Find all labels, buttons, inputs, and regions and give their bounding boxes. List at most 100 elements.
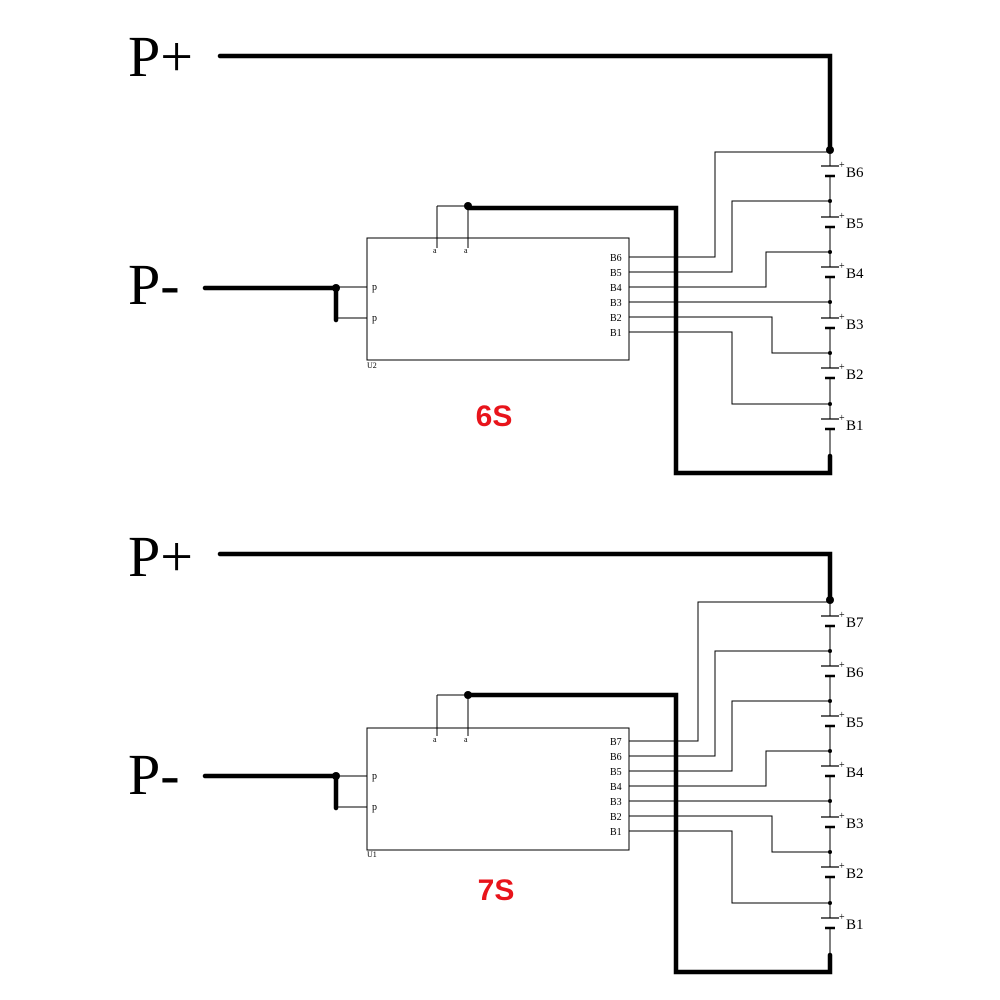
balance-wire-b6 (629, 650, 830, 757)
svg-text:+: + (839, 261, 845, 272)
tap-dot (828, 749, 832, 753)
cell-label: B6 (846, 165, 864, 181)
terminal-p-plus-label: P+ (128, 524, 193, 589)
balance-wire-b2 (629, 316, 830, 354)
battery-cell-b2: + B2 (821, 362, 864, 383)
svg-text:+: + (839, 811, 845, 822)
top-pin-mark: a (464, 246, 468, 255)
chip-pin-label: B2 (610, 812, 622, 823)
svg-text:+: + (839, 912, 845, 923)
negative-return-wire (465, 205, 833, 476)
top-pin-mark: a (433, 246, 437, 255)
p-minus-leads (336, 286, 367, 319)
battery-cell-b4: + B4 (821, 760, 864, 781)
p-minus-wire (202, 285, 339, 323)
battery-cell-b4: + B4 (821, 261, 864, 282)
tap-dot (828, 402, 832, 406)
top-pin-mark: a (433, 735, 437, 744)
battery-cell-b3: + B3 (821, 811, 864, 832)
chip-id-label: U1 (367, 850, 377, 859)
cell-label: B2 (846, 367, 864, 383)
balance-wire-b1 (629, 331, 830, 405)
top-pin-mark: a (464, 735, 468, 744)
chip-pin-label: B6 (610, 752, 622, 763)
chip-pin-label: B3 (610, 797, 622, 808)
svg-text:+: + (839, 861, 845, 872)
terminal-p-minus-label: P- (128, 252, 180, 317)
cell-label: B4 (846, 266, 864, 282)
balance-wire-b5 (629, 700, 830, 772)
cell-label: B4 (846, 765, 864, 781)
battery-cell-b1: + B1 (821, 912, 864, 933)
chip-pin-label: B4 (610, 782, 622, 793)
tap-dot (828, 199, 832, 203)
top-pin-leads (436, 695, 469, 736)
tap-dot (828, 351, 832, 355)
svg-text:+: + (839, 660, 845, 671)
balance-wire-b1 (629, 830, 830, 904)
tap-dot (828, 250, 832, 254)
svg-text:+: + (839, 413, 845, 424)
svg-text:+: + (839, 610, 845, 621)
tap-dot (828, 649, 832, 653)
cell-label: B6 (846, 665, 864, 681)
cell-label: B1 (846, 917, 864, 933)
svg-text:+: + (839, 312, 845, 323)
battery-cell-b1: + B1 (821, 413, 864, 434)
svg-text:+: + (839, 160, 845, 171)
p-minus-leads (336, 775, 367, 808)
junction-dot (332, 284, 340, 292)
cell-label: B7 (846, 615, 864, 631)
chip-pin-label: B5 (610, 268, 622, 279)
cell-label: B5 (846, 715, 864, 731)
battery-cell-b7: + B7 (821, 610, 864, 631)
p-minus-wire (202, 773, 339, 811)
p-plus-wire (217, 551, 833, 603)
config-label-7s: 7S (478, 874, 515, 907)
balance-wire-b4 (629, 251, 830, 288)
tap-dot (828, 300, 832, 304)
chip-id-label: U2 (367, 361, 377, 370)
chip-pin-label: B5 (610, 767, 622, 778)
battery-cell-b2: + B2 (821, 861, 864, 882)
diagram-6s: P+ P- a a U2 p p B6 B5 B4 B3 B2 B1 (128, 24, 864, 476)
top-pin-leads (436, 206, 469, 248)
tap-dot (828, 850, 832, 854)
terminal-p-plus-label: P+ (128, 24, 193, 89)
balance-wire-b6 (629, 151, 830, 258)
svg-text:+: + (839, 760, 845, 771)
balance-wire-b7 (629, 601, 830, 742)
cell-label: B3 (846, 816, 864, 832)
chip-pin-label: B1 (610, 328, 622, 339)
cell-label: B2 (846, 866, 864, 882)
p-plus-wire (217, 53, 833, 153)
tap-dot (828, 901, 832, 905)
balance-wire-b2 (629, 815, 830, 853)
bms-chip-6s (366, 237, 630, 361)
chip-pin-label: B6 (610, 253, 622, 264)
svg-text:+: + (839, 211, 845, 222)
tap-dot (828, 699, 832, 703)
battery-cell-b6: + B6 (821, 160, 864, 181)
config-label-6s: 6S (476, 400, 513, 433)
chip-pin-p: p (372, 313, 377, 324)
bms-chip-7s (366, 727, 630, 851)
chip-pin-p: p (372, 802, 377, 813)
diagram-7s: P+ P- a a U1 p p B7 B6 B5 B4 B3 B2 B1 (128, 524, 864, 975)
balance-wire-b5 (629, 200, 830, 273)
battery-cell-b5: + B5 (821, 211, 864, 232)
cell-label: B1 (846, 418, 864, 434)
svg-text:+: + (839, 710, 845, 721)
battery-cell-b5: + B5 (821, 710, 864, 731)
cell-label: B5 (846, 216, 864, 232)
cell-label: B3 (846, 317, 864, 333)
balance-wire-b4 (629, 750, 830, 787)
terminal-p-minus-label: P- (128, 742, 180, 807)
chip-pin-p: p (372, 771, 377, 782)
chip-pin-label: B1 (610, 827, 622, 838)
chip-pin-p: p (372, 282, 377, 293)
svg-text:+: + (839, 362, 845, 373)
chip-pin-label: B2 (610, 313, 622, 324)
tap-dot (828, 799, 832, 803)
